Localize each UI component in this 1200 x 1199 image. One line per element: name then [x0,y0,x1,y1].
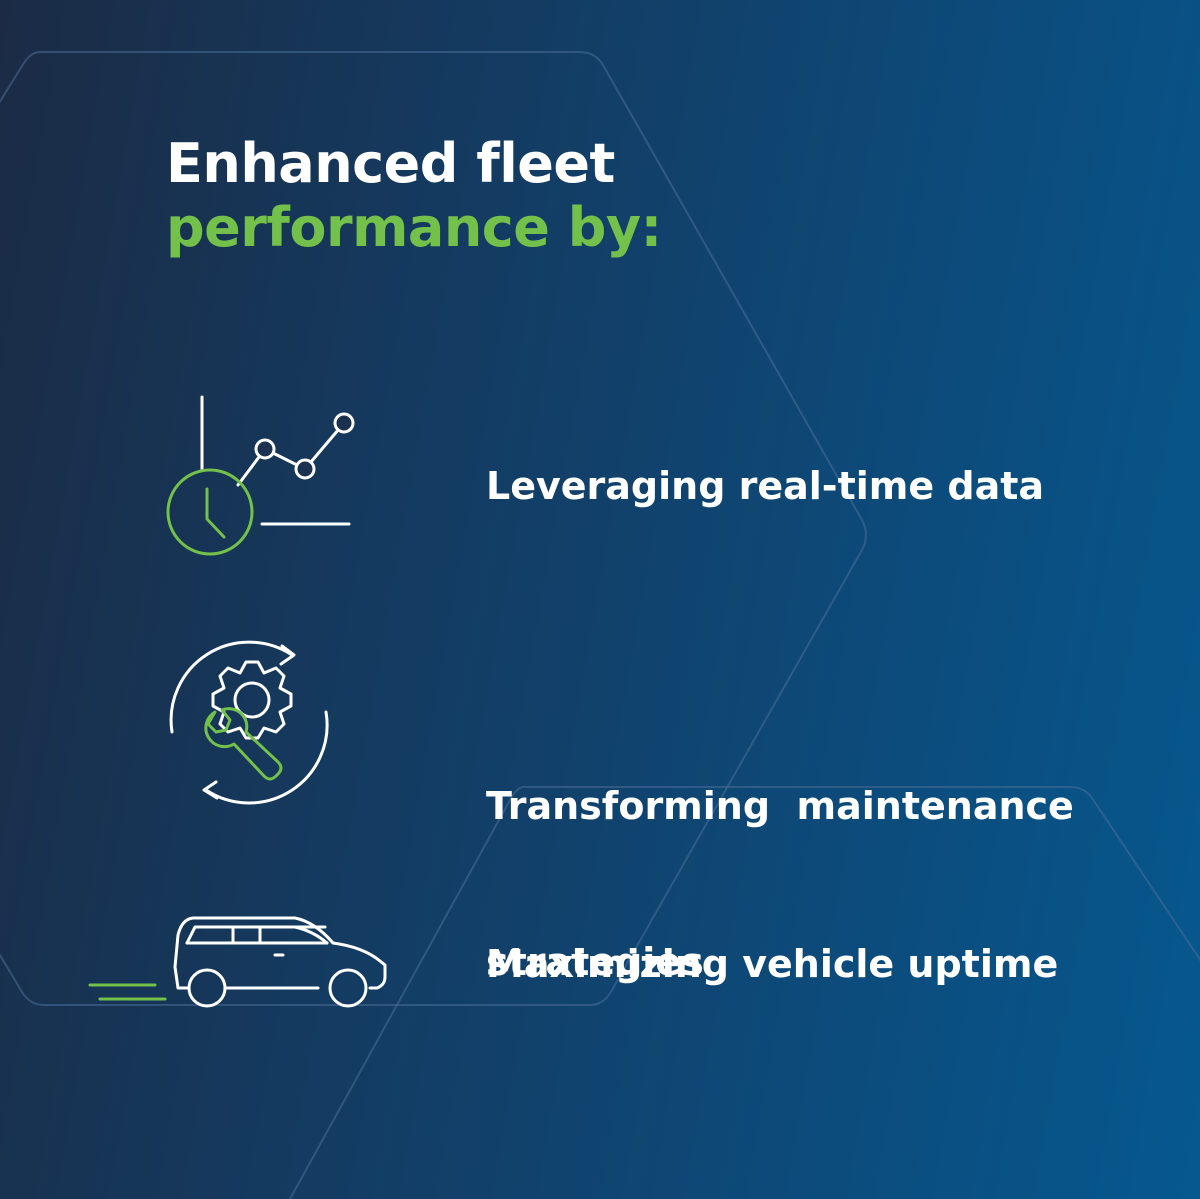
hexagon-outline-lower [289,786,1200,1199]
item-label-vehicle-uptime: Maximizing vehicle uptime [486,942,1059,986]
clock-chart-icon [166,395,355,556]
item-label-maintenance: Transforming maintenance strategies [486,676,1074,1092]
item-label-maintenance-line-2: strategies [486,940,704,984]
gear-wrench-icon [169,640,329,805]
item-label-maintenance-line-1: Transforming maintenance [486,784,1074,828]
item-label-real-time-data: Leveraging real-time data [486,464,1045,508]
headline: Enhanced fleet performance by: [166,132,662,260]
headline-line-1: Enhanced fleet [166,132,615,195]
car-icon [88,916,387,1008]
headline-line-2: performance by: [166,196,662,259]
hexagon-outline-large [0,51,867,1006]
